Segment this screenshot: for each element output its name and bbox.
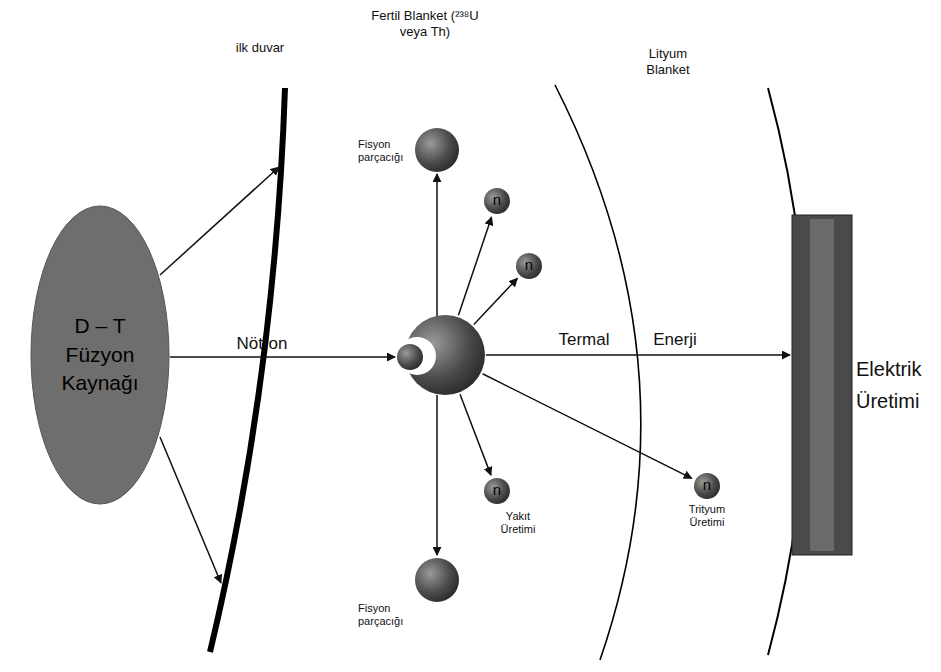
arrow xyxy=(460,394,491,475)
label: Yakıt Üretimi xyxy=(490,510,546,536)
node-shape xyxy=(792,215,937,555)
fission-fragment: Fisyon parçacığı xyxy=(358,556,462,640)
fission-fragment: Fisyon parçacığı xyxy=(358,126,462,176)
generator-box xyxy=(792,215,852,555)
label: Termal xyxy=(548,330,620,350)
circle xyxy=(415,128,459,172)
arrow xyxy=(160,167,279,275)
arrow xyxy=(486,354,790,356)
arrow xyxy=(436,174,438,316)
circle xyxy=(516,253,542,279)
neutron: n xyxy=(693,472,721,500)
node-text: D – T Füzyon Kaynağı xyxy=(50,312,150,397)
label: Nötron xyxy=(222,334,302,354)
arrow xyxy=(170,356,395,358)
neutron: n xyxy=(483,477,511,505)
arrow xyxy=(458,217,491,315)
arrow xyxy=(474,278,518,324)
circle xyxy=(484,188,510,214)
node-text: n xyxy=(483,481,511,498)
node-text: n xyxy=(693,476,721,493)
nucleus-notch xyxy=(398,337,436,375)
node-text: Fisyon parçacığı xyxy=(358,138,414,163)
node-text: n xyxy=(483,191,511,208)
circle xyxy=(694,473,720,499)
node-shape xyxy=(358,556,462,640)
arrow xyxy=(436,395,438,555)
label: Enerji xyxy=(640,330,710,350)
circle xyxy=(415,558,459,602)
incoming-neutron xyxy=(397,344,423,370)
electricity-unit: Elektrik Üretimi xyxy=(792,215,937,555)
arrows xyxy=(160,167,790,583)
neutron: n xyxy=(515,252,543,280)
node-text: n xyxy=(515,256,543,273)
label: Fertil Blanket (²³⁸U veya Th) xyxy=(360,8,490,39)
box-highlight xyxy=(810,219,834,551)
lithium-blanket-arc xyxy=(555,85,641,660)
circle xyxy=(484,478,510,504)
node-text: Elektrik Üretimi xyxy=(856,353,935,417)
label: ilk duvar xyxy=(225,40,295,56)
ellipse xyxy=(31,206,169,504)
label: Lityum Blanket xyxy=(628,46,708,77)
arrow xyxy=(483,374,692,479)
fusion-source: D – T Füzyon Kaynağı xyxy=(30,205,170,505)
neutron: n xyxy=(483,187,511,215)
label: Trityum Üretimi xyxy=(674,503,740,529)
node-text: Fisyon parçacığı xyxy=(358,602,414,627)
arrow xyxy=(160,437,221,583)
